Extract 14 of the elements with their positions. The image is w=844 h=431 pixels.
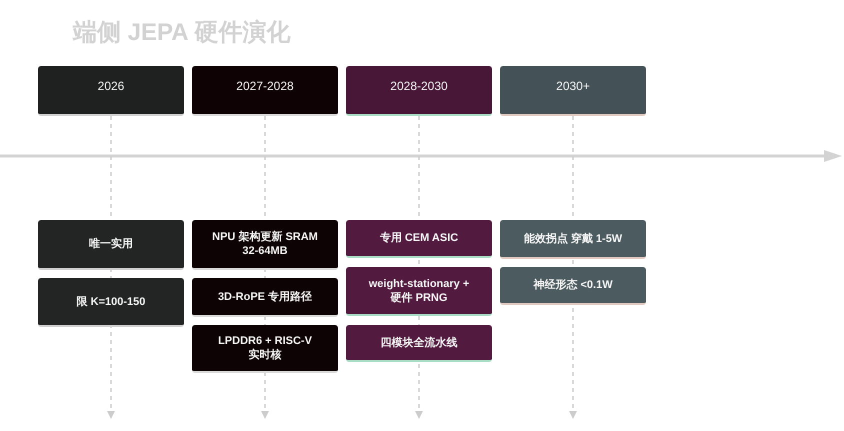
event-box: 限 K=100-150 [38, 278, 184, 327]
period-box: 2030+ [500, 66, 646, 116]
event-box: LPDDR6 + RISC-V 实时核 [192, 325, 338, 373]
period-box: 2027-2028 [192, 66, 338, 116]
event-box: NPU 架构更新 SRAM 32-64MB [192, 220, 338, 270]
period-box: 2028-2030 [346, 66, 492, 116]
event-box: 3D-RoPE 专用路径 [192, 278, 338, 317]
event-box: weight-stationary + 硬件 PRNG [346, 267, 492, 316]
event-box: 专用 CEM ASIC [346, 220, 492, 258]
event-box: 唯一实用 [38, 220, 184, 270]
period-box: 2026 [38, 66, 184, 116]
event-box: 神经形态 <0.1W [500, 267, 646, 305]
event-box: 能效拐点 穿戴 1-5W [500, 220, 646, 259]
event-box: 四模块全流水线 [346, 325, 492, 362]
